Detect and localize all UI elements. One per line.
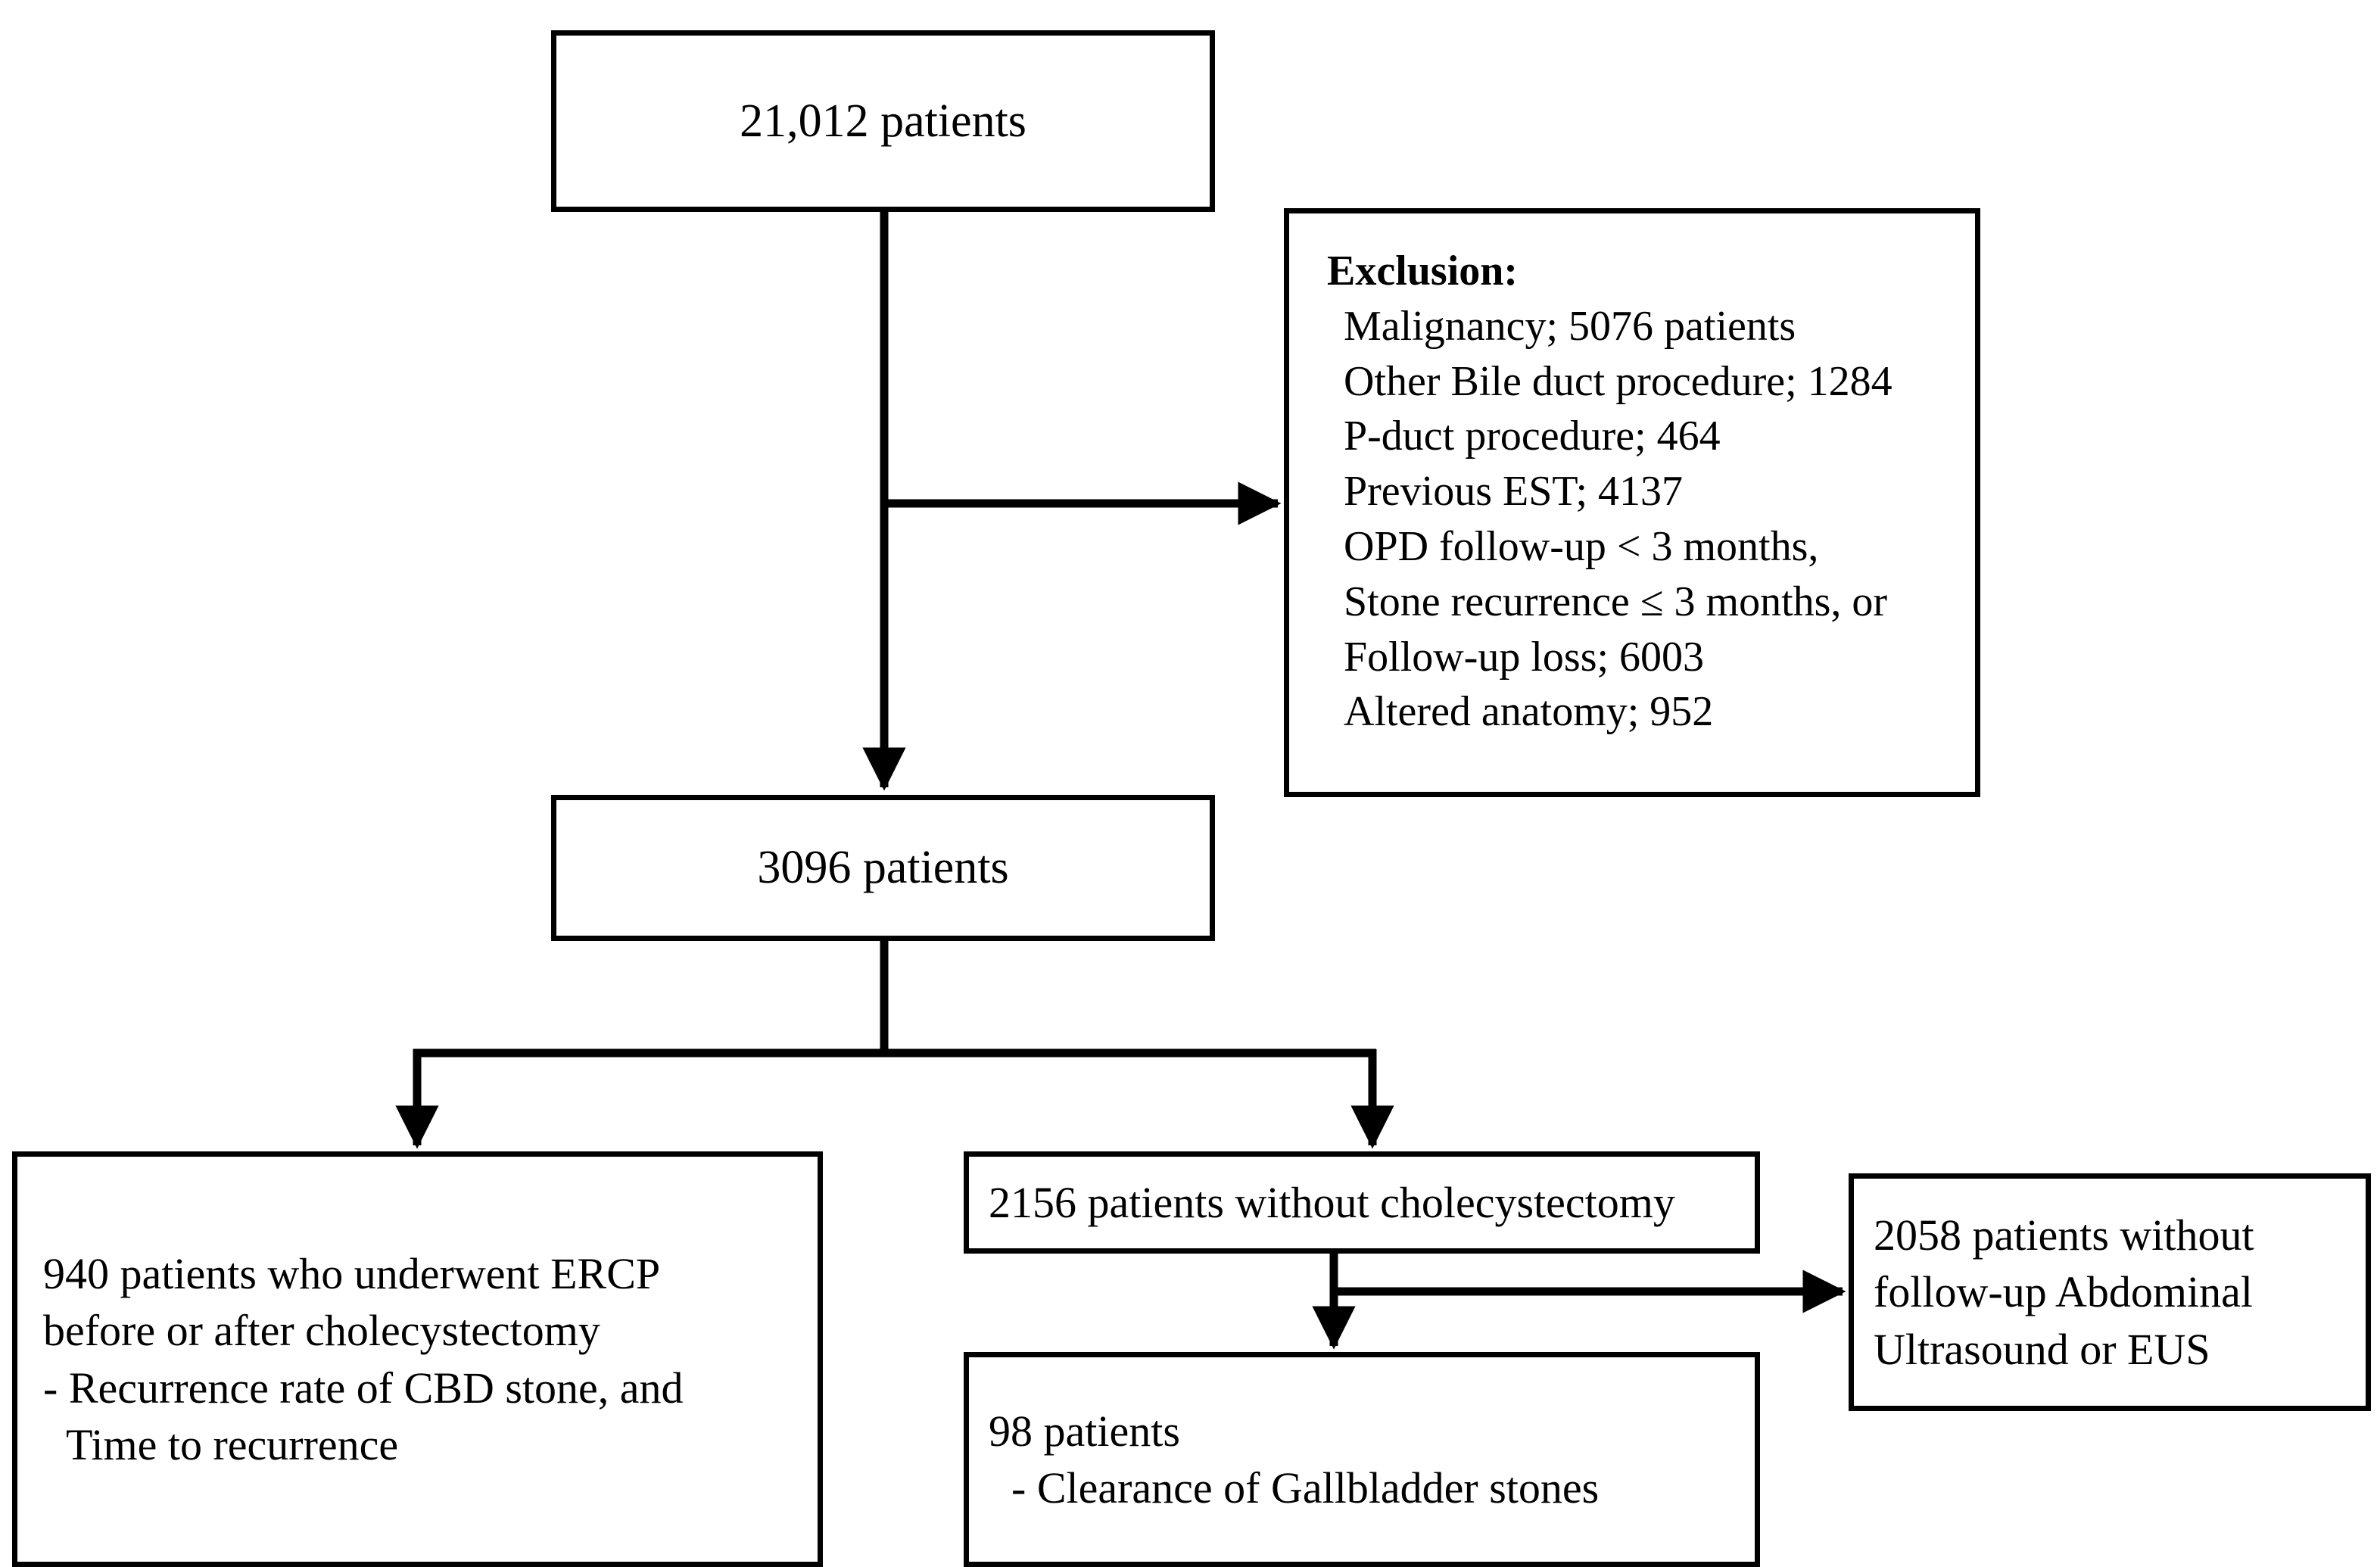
exclusion-item-p-duct-procedure: P-duct procedure; 464 bbox=[1344, 413, 1721, 460]
node-without-cholecystectomy: 2156 patients without cholecystectomy bbox=[964, 1151, 1760, 1254]
ercp-outcome-time-to-recurrence: Time to recurrence bbox=[66, 1419, 399, 1469]
exclusion-item-opd-followup: OPD follow-up < 3 months, bbox=[1344, 522, 1819, 570]
nofollowup-line-3: Ultrasound or EUS bbox=[1874, 1324, 2210, 1374]
exclusion-item-malignancy: Malignancy; 5076 patients bbox=[1344, 302, 1796, 350]
exclusion-heading: Exclusion: bbox=[1327, 248, 1519, 294]
clearance-outcome: - Clearance of Gallbladder stones bbox=[1011, 1463, 1600, 1512]
edge-eligible-split bbox=[395, 941, 1394, 1149]
node-ercp-cohort: 940 patients who underwent ERCP before o… bbox=[12, 1151, 823, 1567]
node-gallbladder-clearance: 98 patients - Clearance of Gallbladder s… bbox=[964, 1352, 1760, 1567]
clearance-line-1: 98 patients bbox=[989, 1406, 1180, 1456]
exclusion-item-altered-anatomy: Altered anatomy; 952 bbox=[1344, 688, 1714, 736]
node-without-cholecystectomy-label: 2156 patients without cholecystectomy bbox=[989, 1177, 1675, 1227]
node-eligible-label: 3096 patients bbox=[757, 842, 1009, 894]
nofollowup-line-1: 2058 patients without bbox=[1874, 1210, 2254, 1260]
ercp-line-1: 940 patients who underwent ERCP bbox=[43, 1248, 661, 1298]
node-without-followup-imaging: 2058 patients without follow-up Abdomina… bbox=[1849, 1173, 2371, 1411]
exclusion-item-other-bile-duct-procedure: Other Bile duct procedure; 1284 bbox=[1344, 357, 1892, 405]
node-total-patients: 21,012 patients bbox=[551, 30, 1215, 212]
node-eligible-patients: 3096 patients bbox=[551, 795, 1215, 941]
ercp-line-2: before or after cholecystectomy bbox=[43, 1306, 600, 1356]
exclusion-item-followup-loss: Follow-up loss; 6003 bbox=[1344, 633, 1705, 681]
ercp-outcome-recurrence-rate: - Recurrence rate of CBD stone, and bbox=[43, 1363, 684, 1413]
exclusion-item-stone-recurrence: Stone recurrence ≤ 3 months, or bbox=[1344, 578, 1888, 625]
node-total-label: 21,012 patients bbox=[740, 95, 1026, 147]
nofollowup-line-2: follow-up Abdominal bbox=[1874, 1267, 2254, 1317]
exclusion-item-previous-est: Previous EST; 4137 bbox=[1344, 468, 1684, 516]
node-exclusion-criteria: Exclusion: Malignancy; 5076 patients Oth… bbox=[1284, 208, 1980, 797]
